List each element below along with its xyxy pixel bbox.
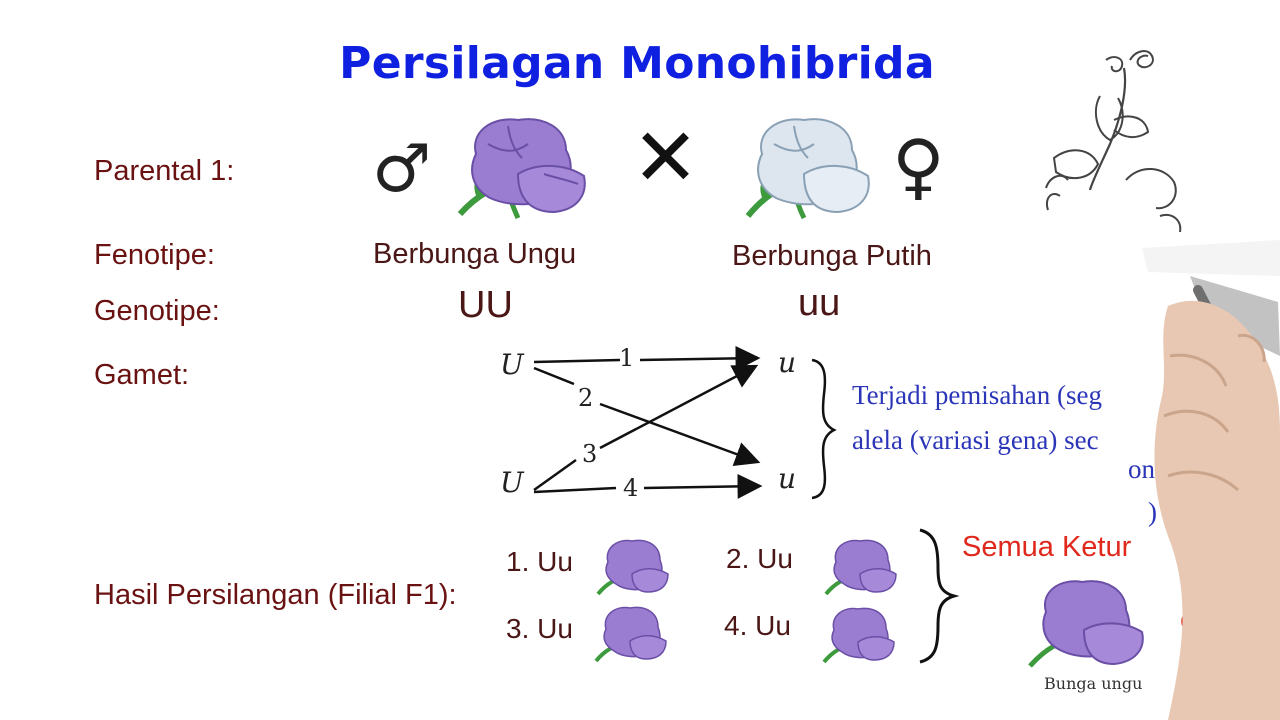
female-genotype: uu — [798, 282, 841, 324]
offspring-flower-icon-2 — [824, 539, 897, 596]
offspring-flower-icon-4 — [822, 607, 895, 664]
gamete-right-top: u — [778, 346, 797, 379]
offspring-flower-icon-3 — [594, 606, 667, 663]
offspring-label-2: 2. Uu — [726, 543, 793, 574]
note-line-1: Terjadi pemisahan (seg — [852, 380, 1103, 410]
arrow-number-4: 4 — [623, 474, 639, 502]
male-genotype: UU — [458, 284, 513, 326]
purple-flower-icon — [457, 118, 586, 220]
gamete-arrows — [533, 345, 837, 500]
label-parental: Parental 1: — [94, 155, 235, 187]
arrow-number-1: 1 — [619, 344, 635, 372]
offspring-flower-icon-1 — [596, 539, 669, 596]
hand-icon — [1142, 240, 1280, 720]
label-hasil: Hasil Persilangan (Filial F1): — [94, 579, 457, 611]
arrow-number-3: 3 — [582, 440, 598, 468]
arrow-number-2: 2 — [578, 384, 594, 412]
gamete-right-bottom: u — [778, 462, 797, 495]
page-title: Persilagan Monohibrida — [339, 38, 935, 89]
offspring-label-4: 4. Uu — [724, 610, 791, 641]
label-genotipe: Genotipe: — [94, 295, 220, 327]
female-symbol-icon: ♀ — [892, 124, 945, 208]
result-text: Semua Ketur — [962, 531, 1132, 563]
white-flower-icon — [745, 118, 870, 220]
male-phenotype: Berbunga Ungu — [373, 238, 577, 270]
label-gamet: Gamet: — [94, 359, 190, 391]
cross-symbol-icon: ✕ — [632, 111, 700, 204]
label-fenotipe: Fenotipe: — [94, 239, 215, 271]
gamete-left-bottom: U — [500, 466, 524, 499]
pea-plant-sketch-icon — [1045, 50, 1182, 233]
male-symbol-icon: ♂ — [372, 130, 432, 207]
result-caption: Bunga ungu — [1044, 674, 1143, 693]
female-phenotype: Berbunga Putih — [732, 240, 932, 272]
offspring-label-3: 3. Uu — [506, 613, 573, 644]
offspring-label-1: 1. Uu — [506, 546, 573, 577]
result-flower-icon — [1028, 580, 1144, 668]
note-line-2: alela (variasi gena) sec — [852, 425, 1099, 455]
offspring-brace — [919, 528, 960, 664]
gamete-left-top: U — [500, 348, 524, 381]
